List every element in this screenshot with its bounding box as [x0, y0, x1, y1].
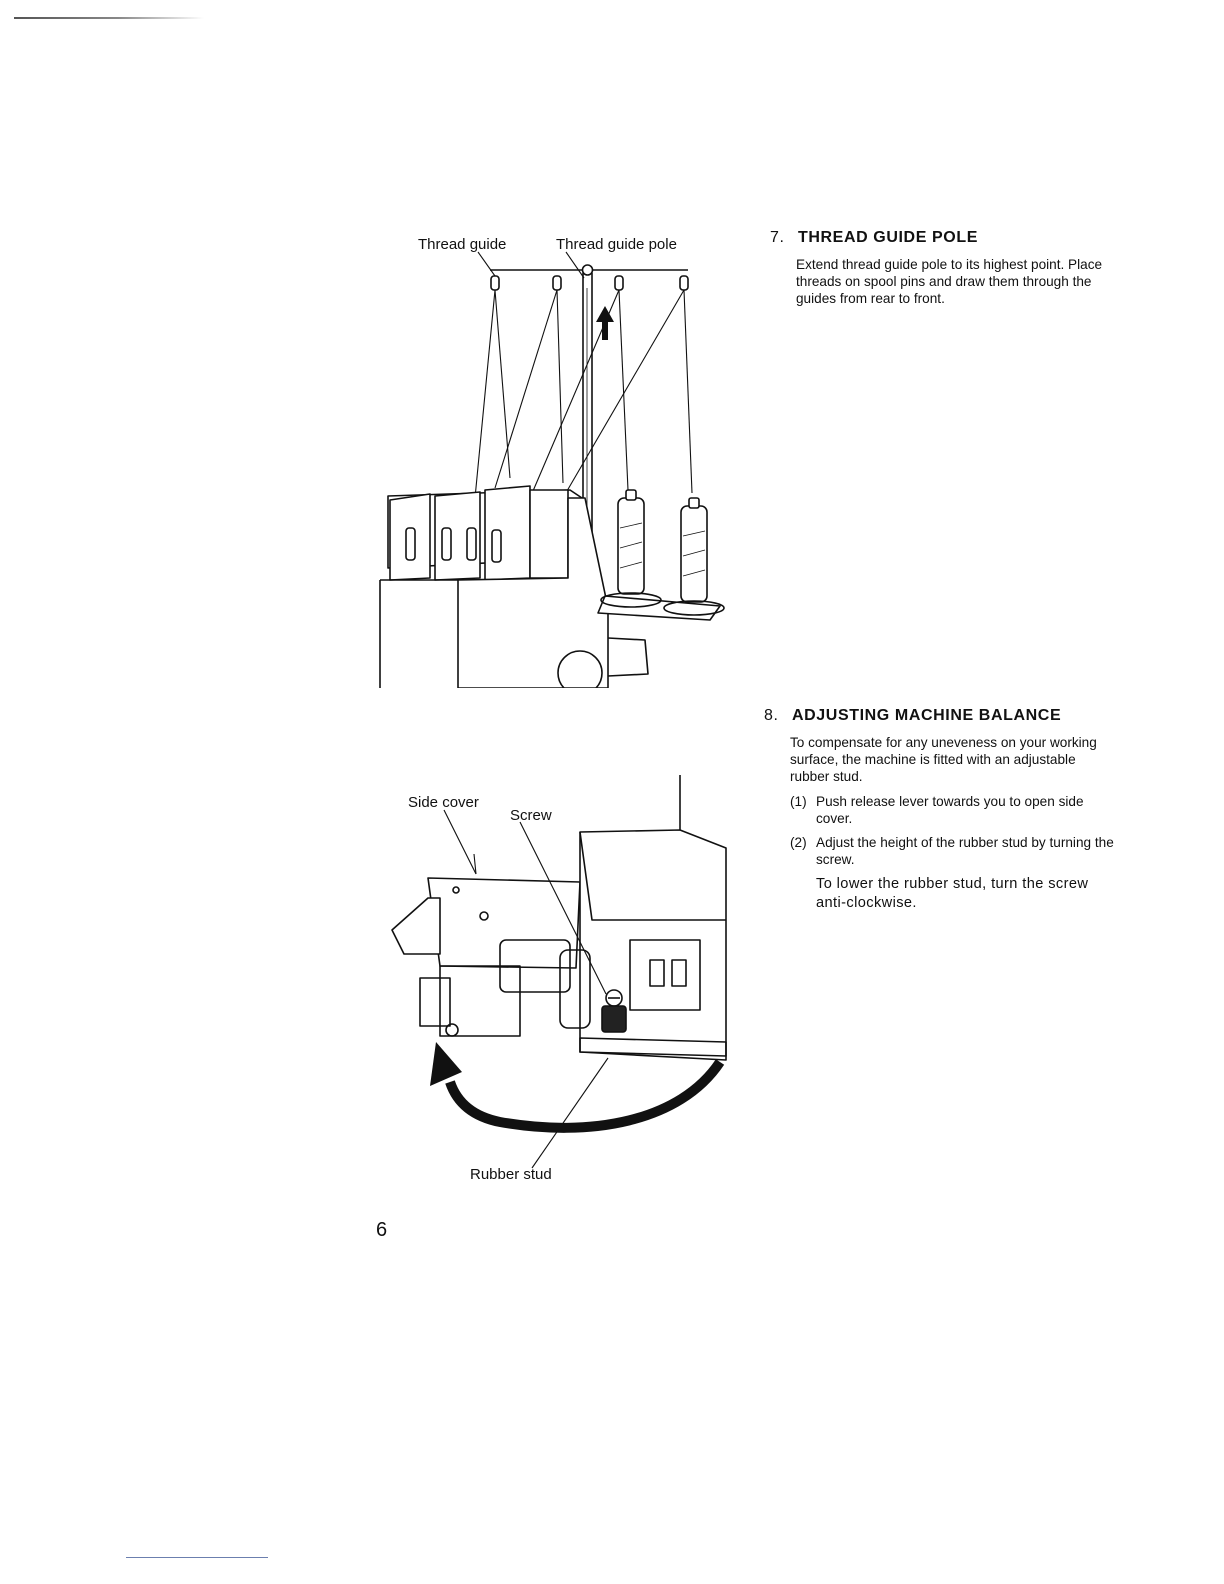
section-heading: 7. THREAD GUIDE POLE: [770, 229, 1120, 247]
section-note: To lower the rubber stud, turn the screw…: [816, 876, 1089, 911]
section-thread-guide-pole: 7. THREAD GUIDE POLE Extend thread guide …: [770, 229, 1120, 315]
list-item: (2) Adjust the height of the rubber stud …: [790, 834, 1114, 868]
rubber-stud-label: Rubber stud: [470, 1166, 552, 1183]
step-marker: (1): [790, 794, 807, 809]
scan-edge-line: [14, 17, 204, 19]
step-text: Push release lever towards you to open s…: [816, 794, 1084, 826]
section-adjusting-machine-balance: 8. ADJUSTING MACHINE BALANCE To compensat…: [764, 707, 1114, 913]
section-title: THREAD GUIDE POLE: [798, 229, 978, 246]
section-body: Extend thread guide pole to its highest …: [796, 257, 1103, 306]
section-number: 8.: [764, 707, 779, 724]
section-heading: 8. ADJUSTING MACHINE BALANCE: [764, 707, 1114, 725]
list-item: (1) Push release lever towards you to ope…: [790, 793, 1114, 827]
section-intro: To compensate for any uneveness on your …: [790, 735, 1097, 784]
thread-guide-label: Thread guide: [418, 236, 507, 253]
step-text: Adjust the height of the rubber stud by …: [816, 835, 1114, 867]
scan-edge-line: [126, 1557, 268, 1558]
section-title: ADJUSTING MACHINE BALANCE: [792, 707, 1062, 724]
side-cover-label: Side cover: [408, 794, 479, 811]
thread-guide-pole-drawing: [379, 251, 725, 688]
step-marker: (2): [790, 835, 807, 850]
page-number: 6: [376, 1219, 388, 1241]
machine-balance-illustration: Side cover Screw Rubber stud: [380, 770, 732, 1190]
thread-guide-pole-label: Thread guide pole: [556, 236, 677, 253]
step-list: (1) Push release lever towards you to ope…: [790, 793, 1114, 868]
thread-guide-pole-illustration: Thread guide Thread guide pole: [370, 228, 740, 688]
screw-label: Screw: [510, 807, 552, 824]
machine-balance-drawing: [391, 775, 727, 1169]
section-number: 7.: [770, 229, 785, 246]
section-content: To compensate for any uneveness on your …: [790, 734, 1114, 913]
